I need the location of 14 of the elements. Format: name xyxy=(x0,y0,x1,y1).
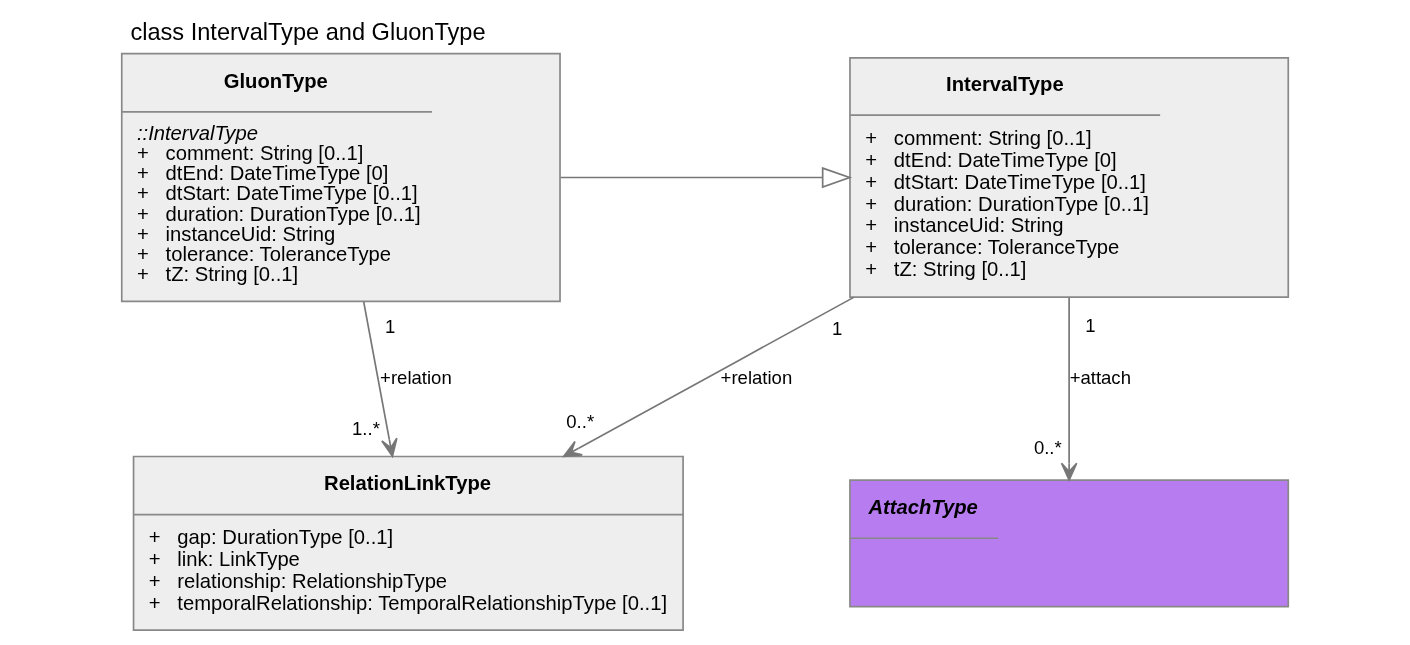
arrow xyxy=(562,296,855,458)
label: 0..* xyxy=(566,410,595,432)
arrow xyxy=(362,301,398,458)
arrow xyxy=(559,166,853,189)
edge-label: +relation xyxy=(720,366,793,388)
edge-label: +attach xyxy=(1069,366,1131,388)
label: 1..* xyxy=(352,417,380,439)
diagram-title: class IntervalType and GluonType xyxy=(130,19,486,46)
edge-label: +relation xyxy=(380,366,452,388)
label: 1 xyxy=(385,315,396,337)
label: 1 xyxy=(1085,315,1096,337)
label: 0..* xyxy=(1033,437,1062,459)
arrow xyxy=(1060,296,1078,481)
label: 1 xyxy=(832,318,843,340)
